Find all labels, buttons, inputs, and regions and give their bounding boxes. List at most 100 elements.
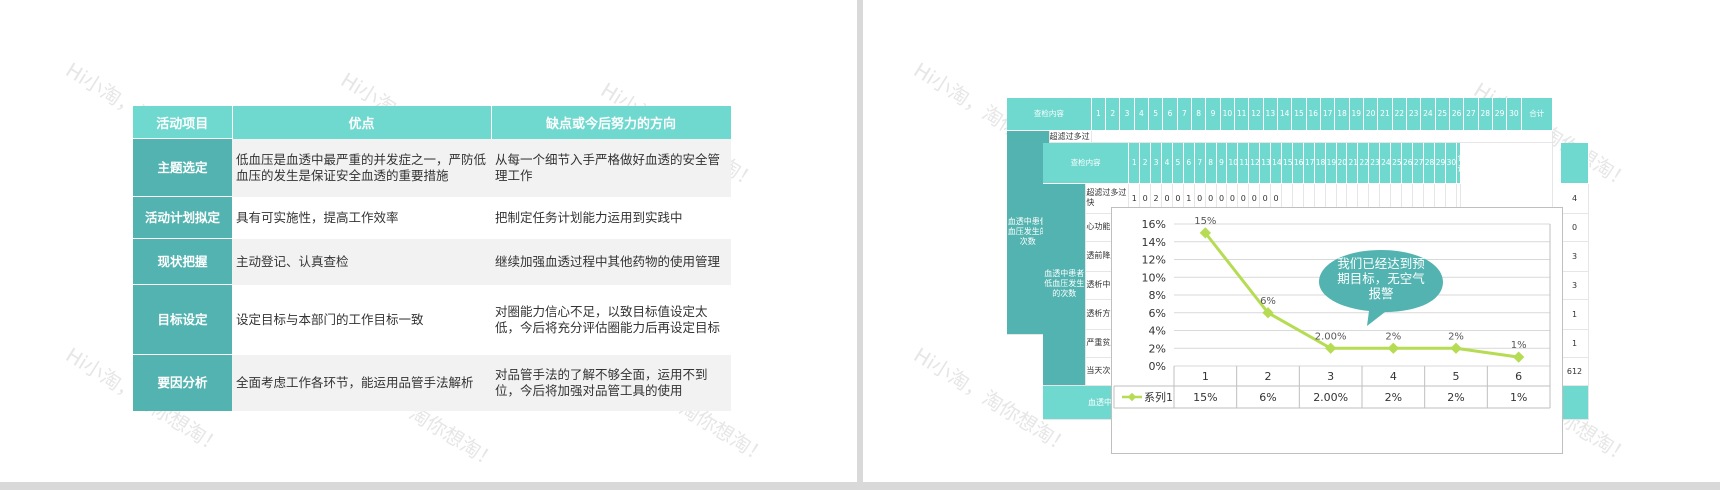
mid-day-header: 26 <box>1401 143 1413 184</box>
activity-cell: 现状把握 <box>133 238 232 285</box>
pro-cell: 低血压是血透中最严重的并发症之一，严防低血压的发生是保证安全血透的重要措施 <box>232 138 491 197</box>
pro-cell: 主动登记、认真查检 <box>232 238 491 285</box>
x-tick-label: 6 <box>1515 370 1522 383</box>
x-tick-label: 3 <box>1327 370 1334 383</box>
total-value-cell: 612 <box>1561 357 1589 386</box>
mid-day-header: 17 <box>1303 143 1315 184</box>
mid-day-header: 10 <box>1226 143 1239 184</box>
mid-day-header: 16 <box>1292 143 1304 184</box>
back-day-header: 28 <box>1478 98 1493 131</box>
mid-day-header: 23 <box>1368 143 1381 184</box>
mid-day-header: 2 <box>1139 143 1152 184</box>
mid-day-header: 8 <box>1205 143 1217 184</box>
back-day-header: 1 <box>1091 98 1107 131</box>
table-value: 2.00% <box>1313 391 1348 404</box>
y-tick-label: 4% <box>1149 325 1166 338</box>
mid-day-header: 6 <box>1183 143 1195 184</box>
mid-day-header: 27 <box>1412 143 1424 184</box>
con-cell: 对品管手法的了解不够全面，运用不到位，今后将加强对品管工具的使用 <box>491 354 731 411</box>
table-value: 1% <box>1510 391 1527 404</box>
x-tick-label: 5 <box>1453 370 1460 383</box>
table-row: 目标设定 设定目标与本部门的工作目标一致 对圈能力信心不足，以致目标值设定太低，… <box>133 284 731 355</box>
back-day-header: 23 <box>1406 98 1422 131</box>
mid-day-header: 18 <box>1314 143 1326 184</box>
pro-cell: 具有可实施性，提高工作效率 <box>232 196 491 239</box>
table-row: 要因分析 全面考虑工作各环节，能运用品管手法解析 对品管手法的了解不够全面，运用… <box>133 354 731 411</box>
total-value-cell: 4 <box>1561 183 1589 214</box>
data-point <box>1450 342 1462 354</box>
mid-header-label: 查检内容 <box>1043 143 1130 184</box>
back-day-header: 21 <box>1377 98 1393 131</box>
back-day-header: 18 <box>1334 98 1350 131</box>
back-day-header: 26 <box>1449 98 1465 131</box>
mid-day-header: 5 <box>1172 143 1184 184</box>
mid-day-header: 3 <box>1150 143 1163 184</box>
back-header-label: 查检内容 <box>1007 98 1092 131</box>
table-value: 2% <box>1385 391 1402 404</box>
back-day-header: 16 <box>1306 98 1321 131</box>
slide-left: Hi小淘，淘你想淘！ Hi小淘，淘你想淘！ Hi小淘，淘你想淘！ Hi小淘，淘你… <box>0 0 857 482</box>
header-pros: 优点 <box>232 106 492 139</box>
mid-day-header: 24 <box>1379 143 1392 184</box>
mid-day-header: 21 <box>1346 143 1359 184</box>
mid-row-label: 透析方式 <box>1085 299 1130 330</box>
con-cell: 把制定任务计划能力运用到实践中 <box>491 196 731 239</box>
mid-category-cell: 血透中患者低血压发生的次数 <box>1043 183 1087 386</box>
y-tick-label: 2% <box>1149 342 1166 355</box>
legend-marker <box>1127 392 1137 402</box>
mid-day-header: 22 <box>1357 143 1370 184</box>
back-day-header: 14 <box>1277 98 1293 131</box>
back-day-header: 29 <box>1492 98 1508 131</box>
mid-day-header: 29 <box>1434 143 1446 184</box>
totals-footer <box>1561 385 1589 420</box>
back-day-header: 25 <box>1435 98 1450 131</box>
y-tick-label: 10% <box>1142 271 1166 284</box>
back-day-header: 7 <box>1177 98 1193 131</box>
mid-day-header: 30 <box>1445 143 1457 184</box>
back-day-header: 27 <box>1463 98 1479 131</box>
total-value-cell: 1 <box>1561 329 1589 358</box>
table-row: 活动计划拟定 具有可实施性，提高工作效率 把制定任务计划能力运用到实践中 <box>133 196 731 239</box>
header-activity: 活动项目 <box>133 106 233 139</box>
con-cell: 从每一个细节入手严格做好血透的安全管理工作 <box>491 138 731 197</box>
back-total-header: 合计 <box>1521 98 1554 131</box>
header-cons: 缺点或今后努力的方向 <box>491 106 732 139</box>
back-day-header: 2 <box>1105 98 1121 131</box>
back-day-header: 12 <box>1248 98 1264 131</box>
activity-cell: 主题选定 <box>133 138 232 197</box>
back-day-header: 3 <box>1119 98 1135 131</box>
y-tick-label: 0% <box>1149 360 1166 373</box>
back-table-row: 血透中患低血压发生的次数 超滤过多过 <box>1007 130 1554 335</box>
activity-cell: 要因分析 <box>133 354 232 411</box>
mid-total-header: 合计 <box>1456 143 1465 184</box>
back-day-header: 8 <box>1191 98 1207 131</box>
back-day-header: 6 <box>1162 98 1178 131</box>
total-value-cell: 0 <box>1561 213 1589 242</box>
con-cell: 对圈能力信心不足，以致目标值设定太低，今后将充分评估圈能力后再设定目标 <box>491 284 731 355</box>
total-value-cell: 3 <box>1561 241 1589 272</box>
back-day-header: 4 <box>1134 98 1150 131</box>
mid-day-header: 14 <box>1270 143 1282 184</box>
table-header-row: 活动项目 优点 缺点或今后努力的方向 <box>133 106 732 139</box>
mid-day-header: 28 <box>1423 143 1435 184</box>
totals-header <box>1561 143 1589 184</box>
y-tick-label: 16% <box>1142 218 1166 231</box>
y-tick-label: 12% <box>1142 254 1166 267</box>
y-tick-label: 6% <box>1149 307 1166 320</box>
table-row: 主题选定 低血压是血透中最严重的并发症之一，严防低血压的发生是保证安全血透的重要… <box>133 138 731 197</box>
data-label: 1% <box>1511 340 1527 351</box>
mid-day-header: 19 <box>1325 143 1337 184</box>
data-label: 2.00% <box>1315 331 1347 342</box>
data-point <box>1387 342 1399 354</box>
back-day-header: 22 <box>1392 98 1407 131</box>
back-row-fill <box>1091 130 1554 143</box>
back-row-label: 超滤过多过 <box>1049 130 1092 143</box>
pro-cell: 全面考虑工作各环节，能运用品管手法解析 <box>232 354 491 411</box>
legend-label: 系列1 <box>1144 390 1173 404</box>
slide-right: Hi小淘，淘你想淘！ Hi小淘，淘你想淘！ Hi小淘，淘你想淘！ Hi小淘，淘你… <box>863 0 1720 482</box>
mid-day-header: 7 <box>1194 143 1206 184</box>
back-day-header: 9 <box>1205 98 1221 131</box>
